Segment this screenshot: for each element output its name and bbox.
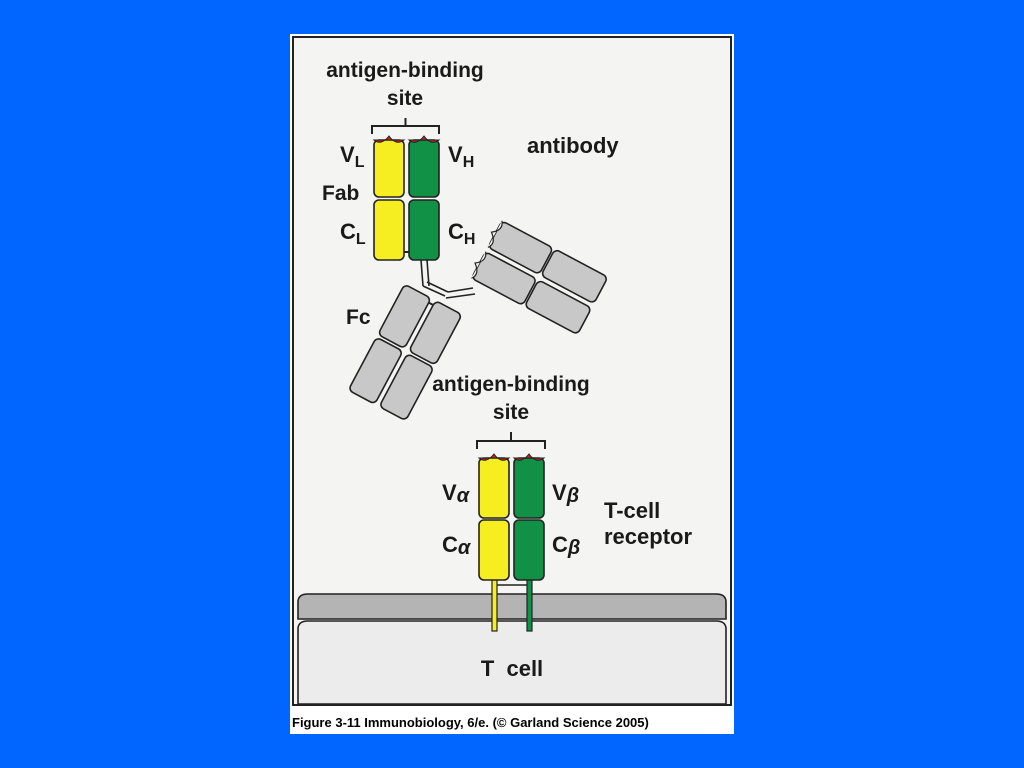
fc-label: Fc (346, 306, 371, 329)
antibody-fab-arm-right (471, 220, 607, 334)
tcr-site-left (477, 453, 511, 461)
antibody-title: antibody (527, 133, 619, 158)
antibody-hinge (420, 259, 476, 299)
cell-interior (297, 620, 727, 705)
t-cell-label: T cell (481, 656, 543, 681)
va-domain (478, 457, 510, 519)
va-label: Vα (442, 480, 471, 507)
ch-domain (408, 199, 440, 261)
figure-panel: antigen-binding site antibody VL VH Fab … (290, 34, 734, 734)
cl-domain (373, 199, 405, 261)
figure-caption: Figure 3-11 Immunobiology, 6/e. (© Garla… (292, 715, 649, 730)
antibody-site-label-line1: antigen-binding (326, 59, 483, 82)
beta-tail (526, 578, 533, 632)
ca-domain (478, 519, 510, 581)
vl-label: VL (340, 142, 365, 171)
antibody-site-left (372, 135, 406, 143)
antibody-fab-arm (371, 118, 441, 261)
antibody-site-bracket (371, 118, 440, 134)
antibody-site-label-line2: site (387, 87, 423, 110)
cb-domain (513, 519, 545, 581)
tcr-title-line1: T-cell (604, 498, 660, 523)
antibody-site-right (407, 135, 441, 143)
cell-membrane (297, 593, 727, 620)
vh-domain (408, 139, 440, 198)
t-cell (297, 593, 727, 705)
vl-domain (373, 139, 405, 198)
cl-label: CL (340, 219, 366, 248)
alpha-tail (491, 578, 498, 632)
fab-label: Fab (322, 182, 359, 205)
tcr-site-bracket (476, 432, 546, 449)
antibody-fc (349, 285, 462, 420)
tcr-title-line2: receptor (604, 524, 692, 549)
tcr-site-label-line2: site (493, 401, 529, 424)
antibody-tcr-diagram: antigen-binding site antibody VL VH Fab … (292, 36, 732, 730)
ca-label: Cα (442, 532, 472, 559)
vb-label: Vβ (552, 480, 579, 507)
tcr-site-right (512, 453, 546, 461)
tcr-site-label-line1: antigen-binding (432, 373, 589, 396)
vb-domain (513, 457, 545, 519)
ch-label: CH (448, 219, 475, 248)
t-cell-receptor (476, 432, 546, 632)
cb-label: Cβ (552, 532, 580, 559)
vh-label: VH (448, 142, 474, 171)
